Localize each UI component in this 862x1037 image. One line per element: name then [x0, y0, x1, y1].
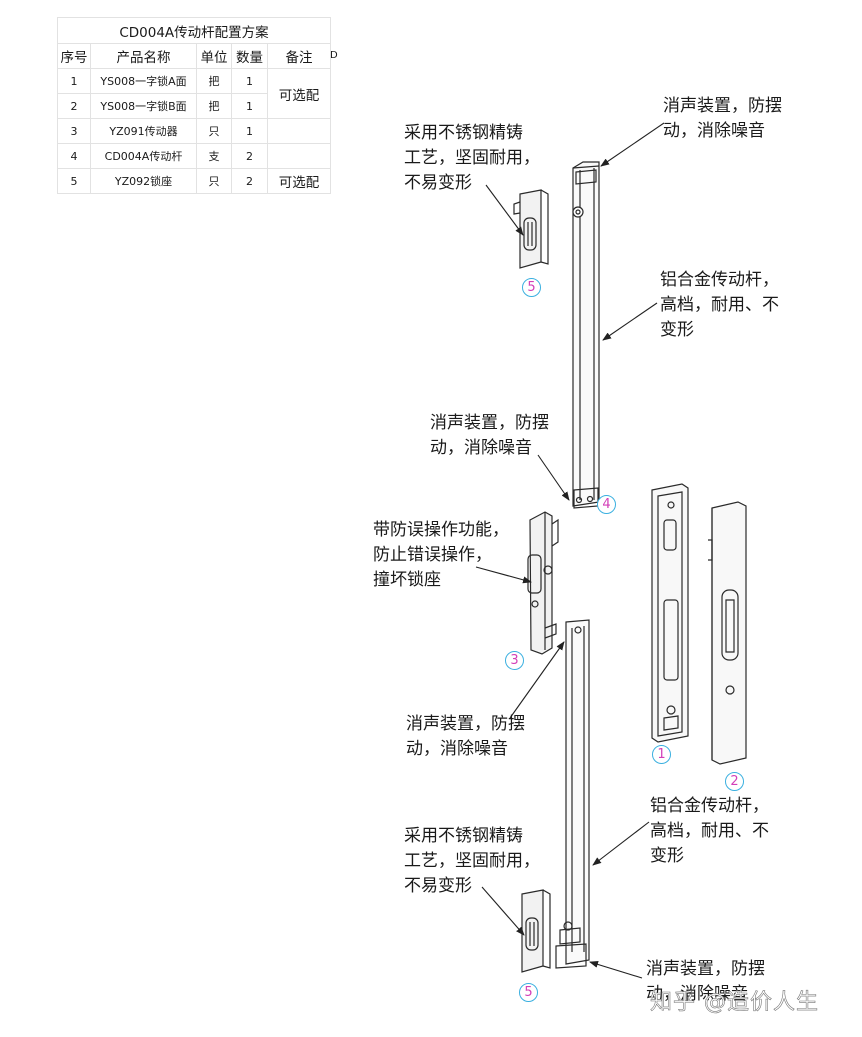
- note-stainless-casting-bottom: 采用不锈钢精铸 工艺，坚固耐用， 不易变形: [404, 826, 540, 896]
- leader-rod-top: [602, 302, 658, 341]
- cell-remark-empty: [267, 143, 331, 169]
- leader-silencer-top: [600, 122, 665, 167]
- note-aluminum-rod-bottom: 铝合金传动杆， 高档，耐用、不 变形: [650, 796, 769, 866]
- note-silencer-top: 消声装置，防摆 动，消除噪音: [663, 96, 782, 141]
- header-index: 序号: [57, 43, 91, 69]
- cell-remark-optional: 可选配: [267, 168, 331, 194]
- leader-rod-bottom: [592, 821, 650, 866]
- leader-silencer-mid: [537, 454, 570, 501]
- lock-seat-bottom-drawing: [521, 889, 551, 973]
- leader-silencer-lower: [509, 641, 565, 719]
- note-aluminum-rod-top: 铝合金传动杆， 高档，耐用、不 变形: [660, 270, 779, 340]
- watermark: 知乎 @造价人生: [650, 990, 819, 1016]
- lock-seat-top-drawing: [513, 189, 549, 269]
- part-number-lock-b: 2: [725, 772, 744, 791]
- part-number-lock-seat-bottom: 5: [519, 983, 538, 1002]
- lock-b-face-drawing: [708, 501, 747, 765]
- cell-unit: 支: [196, 143, 232, 169]
- table-row: 4 CD004A传动杆 支 2: [57, 143, 331, 169]
- part-number-actuator: 3: [505, 651, 524, 670]
- table-row: 2 YS008一字锁B面 把 1: [57, 93, 331, 119]
- note-stainless-casting-top: 采用不锈钢精铸 工艺，坚固耐用， 不易变形: [404, 123, 540, 193]
- note-silencer-bottom: 消声装置，防摆 动，消除噪音: [646, 959, 765, 1004]
- actuator-drawing: [527, 511, 559, 655]
- cell-quantity: 1: [231, 93, 268, 119]
- cell-index: 5: [57, 168, 91, 194]
- note-anti-misoperation: 带防误操作功能， 防止错误操作， 撞坏锁座: [373, 520, 509, 590]
- header-unit: 单位: [196, 43, 232, 69]
- leader-cast-bottom: [481, 886, 525, 936]
- cell-product-name: YZ092锁座: [90, 168, 197, 194]
- lock-a-face-drawing: [651, 483, 689, 743]
- stray-marker: D: [330, 50, 338, 61]
- cell-product-name: YS008一字锁A面: [90, 68, 197, 94]
- cell-remark-optional: 可选配: [267, 68, 331, 119]
- cell-index: 4: [57, 143, 91, 169]
- table-title: CD004A传动杆配置方案: [57, 17, 331, 44]
- note-silencer-lower: 消声装置，防摆 动，消除噪音: [406, 714, 525, 759]
- configuration-table: CD004A传动杆配置方案 序号 产品名称 单位 数量 备注 1 YS008一字…: [57, 17, 331, 194]
- cell-quantity: 2: [231, 168, 268, 194]
- transmission-rod-bottom-drawing: [555, 619, 590, 969]
- transmission-rod-top-drawing: [572, 161, 600, 509]
- part-number-rod: 4: [597, 495, 616, 514]
- note-silencer-mid: 消声装置，防摆 动，消除噪音: [430, 413, 549, 458]
- table-row: 1 YS008一字锁A面 把 1 可选配: [57, 68, 331, 119]
- header-remark: 备注: [267, 43, 331, 69]
- table-row: 5 YZ092锁座 只 2 可选配: [57, 168, 331, 194]
- leader-anti-misoperation: [475, 566, 532, 584]
- cell-index: 2: [57, 93, 91, 119]
- leader-cast-top: [485, 184, 524, 236]
- part-number-lock-a: 1: [652, 745, 671, 764]
- leader-silencer-bottom: [589, 961, 643, 979]
- cell-product-name: YS008一字锁B面: [90, 93, 197, 119]
- part-number-lock-seat-top: 5: [522, 278, 541, 297]
